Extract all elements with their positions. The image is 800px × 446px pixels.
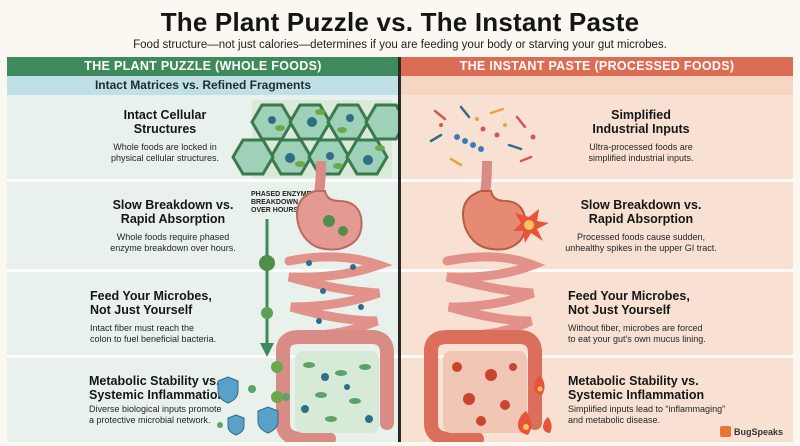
left-section-microbes: Feed Your Microbes, Not Just Yourself In… [90, 289, 270, 345]
inflammation-flame-icons [518, 375, 552, 435]
header: The Plant Puzzle vs. The Instant Paste F… [0, 0, 800, 56]
left-section-cellular: Intact Cellular Structures Whole foods a… [75, 108, 255, 164]
row-divider [401, 269, 793, 272]
comparison-subheading-spacer [401, 76, 793, 95]
comparison-subheading: Intact Matrices vs. Refined Fragments [7, 76, 398, 95]
brand-logo: BugSpeaks [719, 426, 783, 437]
row-divider [7, 269, 398, 272]
protective-shield-icons [217, 376, 290, 436]
row-divider [401, 179, 793, 182]
page-title: The Plant Puzzle vs. The Instant Paste [160, 7, 640, 37]
page-subtitle: Food structure—not just calories—determi… [133, 39, 667, 51]
section-text: Ultra-processed foods are simplified ind… [588, 142, 694, 163]
processed-fragments-illustration [429, 105, 536, 167]
whole-foods-banner: THE PLANT PUZZLE (WHOLE FOODS) [7, 57, 398, 76]
panel-divider [399, 57, 401, 442]
section-title: Feed Your Microbes, Not Just Yourself [568, 289, 690, 317]
row-divider [401, 355, 793, 358]
section-text: Whole foods require phased enzyme breakd… [110, 232, 236, 253]
plant-cell-illustration [231, 100, 398, 178]
right-section-metabolic: Metabolic Stability vs. Systemic Inflamm… [568, 374, 768, 426]
row-divider [7, 355, 398, 358]
left-section-metabolic: Metabolic Stability vs. Systemic Inflamm… [89, 374, 279, 426]
enzyme-arrow [259, 219, 275, 357]
left-section-breakdown: Slow Breakdown vs. Rapid Absorption Whol… [83, 198, 263, 254]
section-text: Diverse biological inputs promote a prot… [89, 404, 222, 425]
section-text: Processed foods cause sudden, unhealthy … [565, 232, 717, 253]
processed-foods-panel: THE INSTANT PASTE (PROCESSED FOODS) Simp… [401, 57, 793, 442]
whole-foods-panel: THE PLANT PUZZLE (WHOLE FOODS) Intact Ma… [7, 57, 399, 442]
section-title: Simplified Industrial Inputs [592, 108, 690, 136]
section-title: Intact Cellular Structures [123, 108, 207, 136]
inflamed-gut-illustration [424, 160, 549, 442]
processed-foods-banner: THE INSTANT PASTE (PROCESSED FOODS) [401, 57, 793, 76]
row-divider [7, 179, 398, 182]
section-text: Simplified inputs lead to “inflammaging”… [568, 404, 726, 425]
section-text: Whole foods are locked in physical cellu… [110, 142, 220, 163]
right-section-breakdown: Slow Breakdown vs. Rapid Absorption Proc… [551, 198, 731, 254]
brand-name: BugSpeaks [733, 426, 783, 437]
brand-mark-icon [719, 426, 731, 437]
healthy-gut-illustration [271, 160, 394, 442]
section-text: Intact fiber must reach the colon to fue… [90, 323, 217, 344]
section-title: Slow Breakdown vs. Rapid Absorption [112, 198, 234, 226]
section-title: Metabolic Stability vs. Systemic Inflamm… [89, 374, 226, 402]
section-title: Slow Breakdown vs. Rapid Absorption [580, 198, 702, 226]
section-text: Without fiber, microbes are forced to ea… [568, 323, 706, 344]
section-title: Metabolic Stability vs. Systemic Inflamm… [568, 374, 705, 402]
right-section-industrial: Simplified Industrial Inputs Ultra-proce… [551, 108, 731, 164]
right-section-microbes: Feed Your Microbes, Not Just Yourself Wi… [568, 289, 758, 345]
enzyme-annotation: PHASED ENZYME BREAKDOWN OVER HOURS [251, 191, 312, 214]
section-title: Feed Your Microbes, Not Just Yourself [90, 289, 212, 317]
